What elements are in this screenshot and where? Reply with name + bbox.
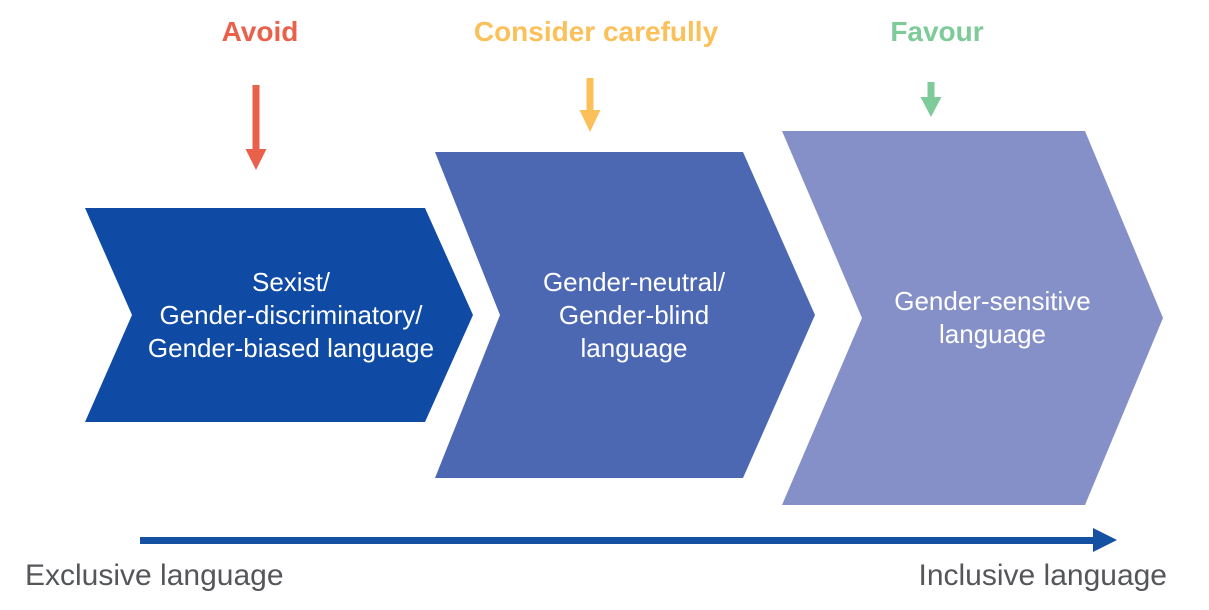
chevron-text: Gender-neutral/ Gender-blind language <box>453 266 815 365</box>
header-consider-carefully: Consider carefully <box>473 16 719 47</box>
arrow-stem <box>927 82 935 99</box>
arrow-stem <box>586 78 594 112</box>
favour-down-arrow-icon <box>920 82 942 117</box>
axis-label-inclusive: Inclusive language <box>918 559 1167 592</box>
chevron-sexist-language: Sexist/ Gender-discriminatory/ Gender-bi… <box>85 208 473 422</box>
avoid-down-arrow-icon <box>245 85 267 170</box>
chevron-text-line: Gender-discriminatory/ <box>159 299 423 330</box>
chevron-text-line: Sexist/ <box>251 266 331 297</box>
chevron-text-line: language <box>580 332 688 363</box>
arrow-head <box>579 110 601 132</box>
consider-down-arrow-icon <box>579 78 601 132</box>
arrow-head <box>245 149 267 170</box>
arrow-head <box>920 97 942 117</box>
axis-arrow-line <box>140 537 1093 544</box>
chevron-text-line: Gender-neutral/ <box>542 266 726 297</box>
header-avoid: Avoid <box>221 16 299 47</box>
header-favour: Favour <box>890 16 984 47</box>
arrow-stem <box>252 85 260 151</box>
chevron-gender-sensitive-language: Gender-sensitive language <box>782 131 1163 505</box>
axis-arrow-head-icon <box>1093 528 1117 552</box>
chevron-text: Gender-sensitive language <box>822 285 1163 351</box>
chevron-gender-neutral-language: Gender-neutral/ Gender-blind language <box>435 152 815 478</box>
chevron-text-line: Gender-blind <box>558 299 710 330</box>
chevron-text-line: Gender-sensitive <box>894 286 1091 316</box>
chevron-text: Sexist/ Gender-discriminatory/ Gender-bi… <box>109 266 473 365</box>
axis-label-exclusive: Exclusive language <box>25 559 284 592</box>
chevron-text-line: language <box>939 319 1046 349</box>
chevron-text-line: Gender-biased language <box>147 332 435 363</box>
